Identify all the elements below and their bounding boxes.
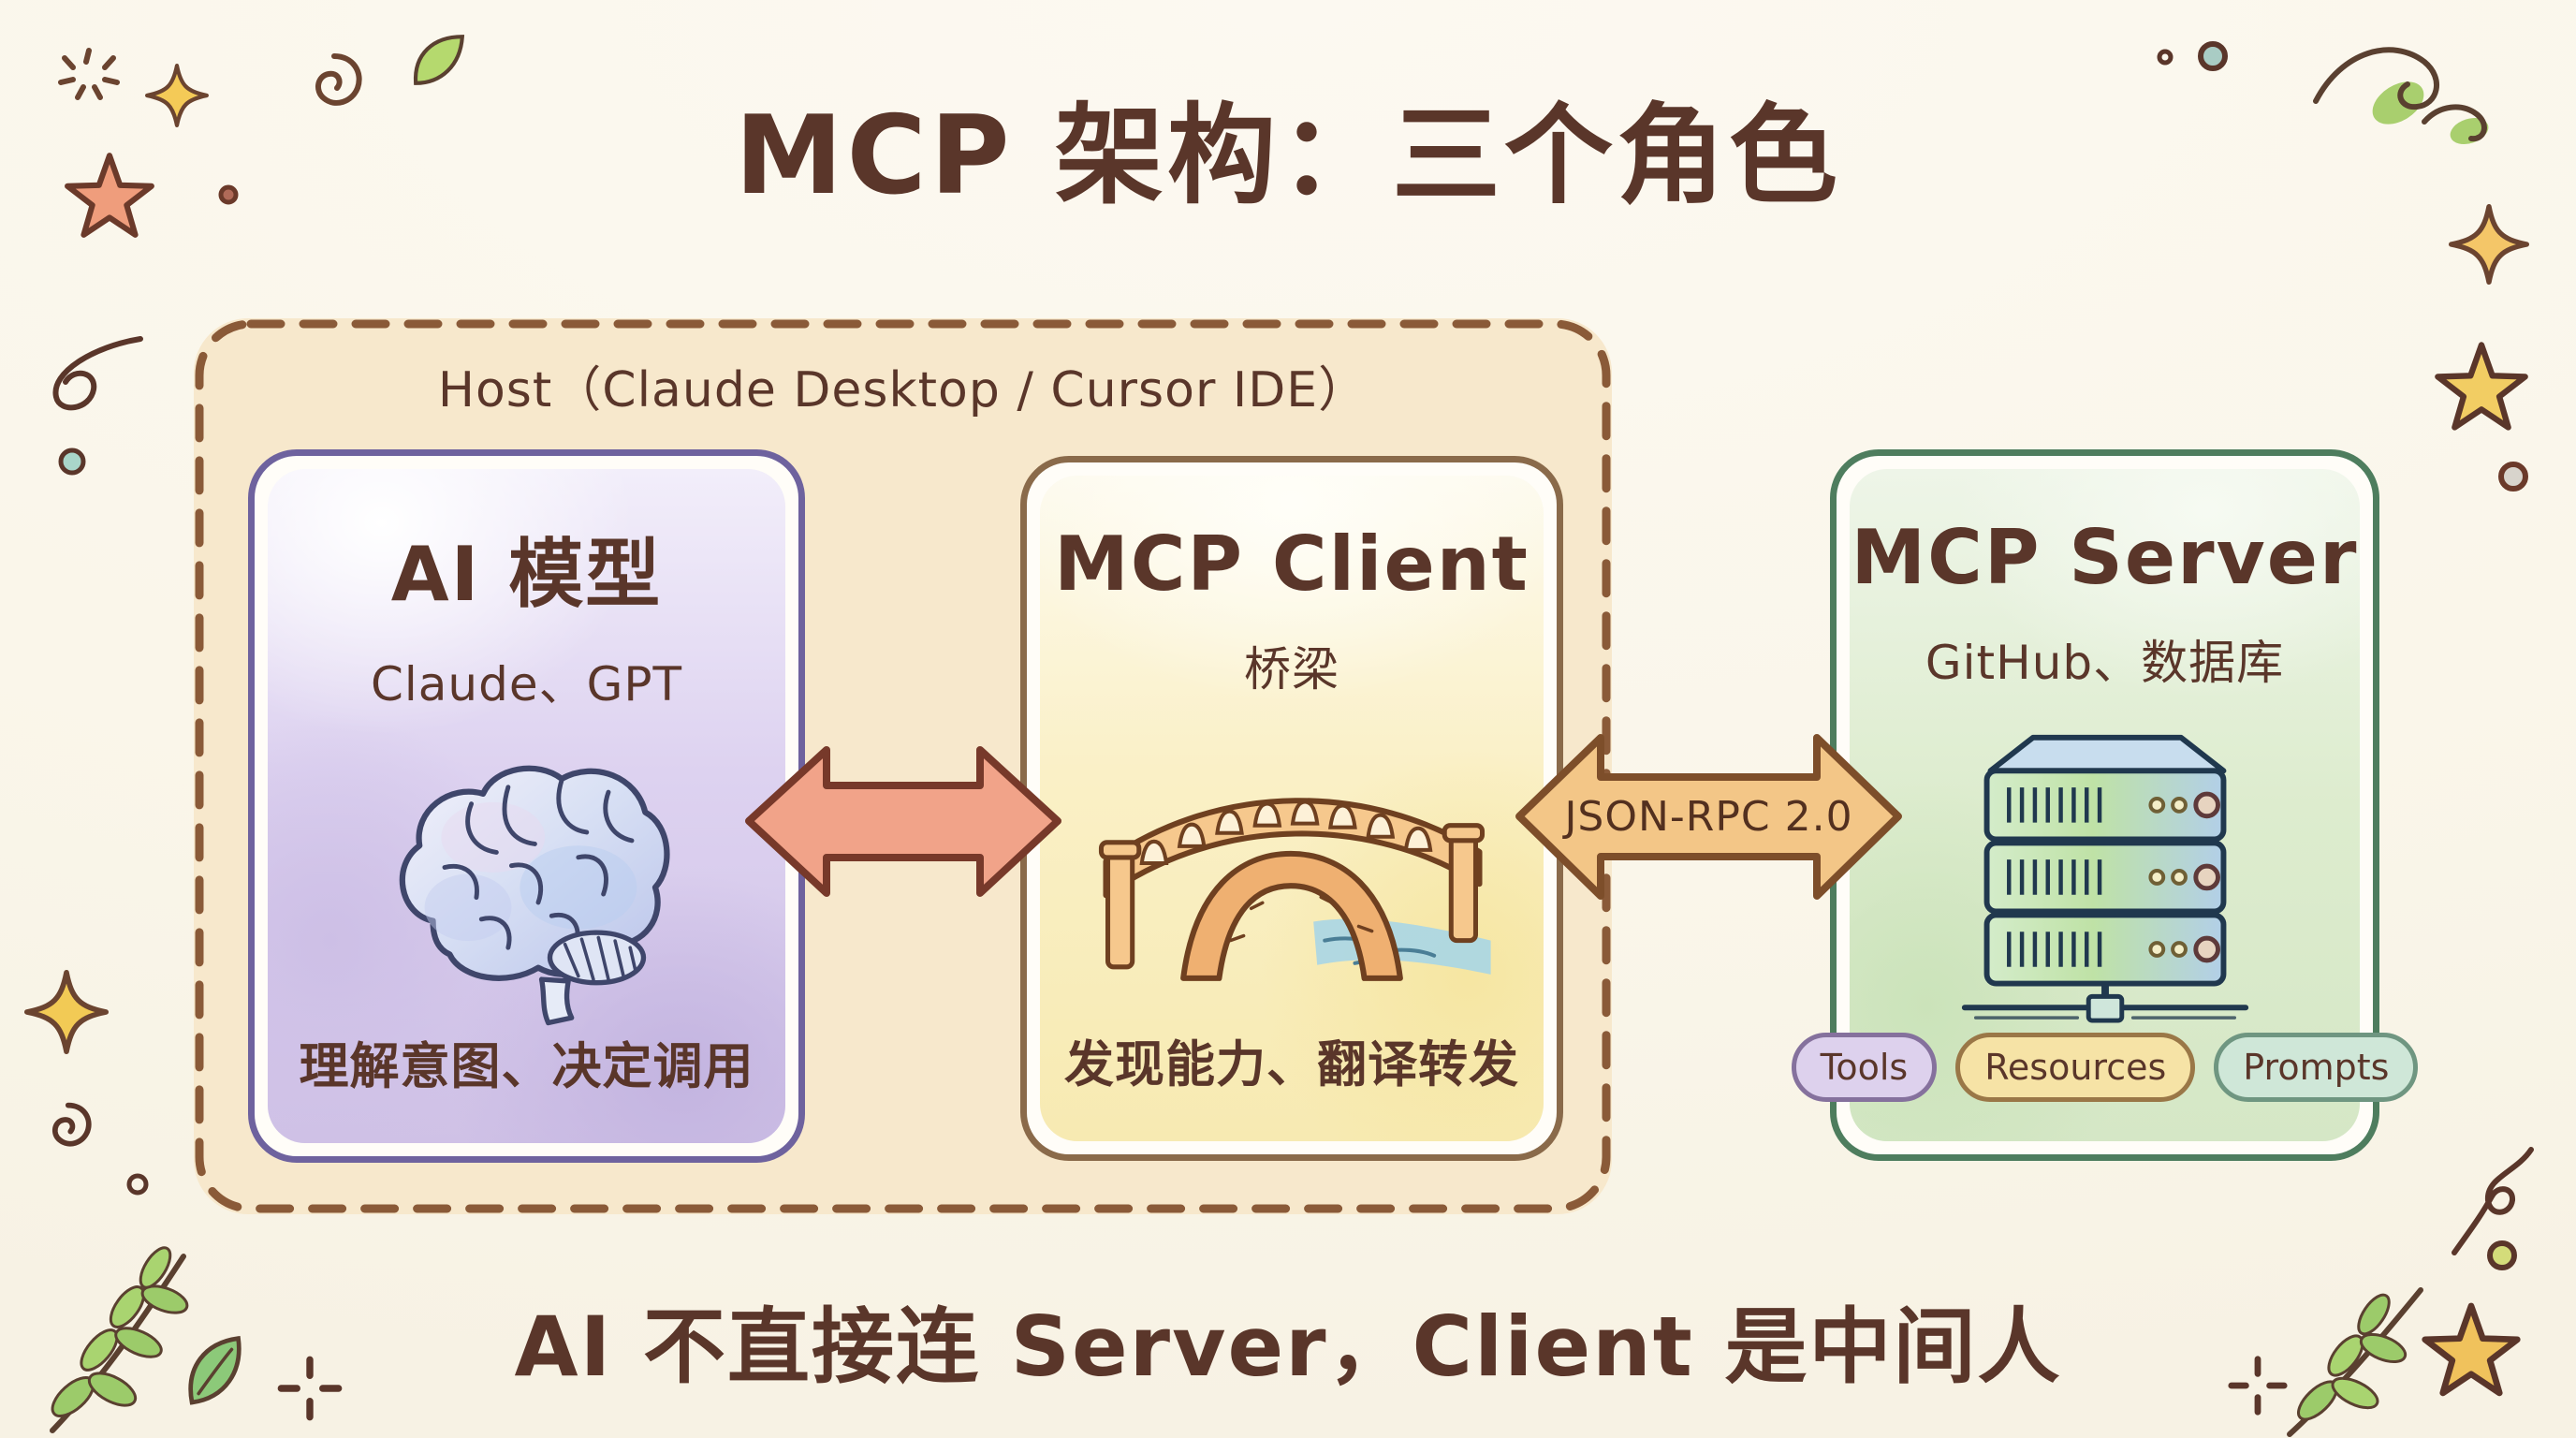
mcp-server-box: MCP Server GitHub、数据库 xyxy=(1791,449,2419,1161)
ai-model-box: AI 模型 Claude、GPT xyxy=(248,449,805,1163)
client-box-caption: 发现能力、翻译转发 xyxy=(1064,1036,1519,1093)
tools-tag: Tools xyxy=(1791,1033,1938,1102)
dot-icon xyxy=(2157,49,2174,66)
host-dashed-border xyxy=(195,319,1611,1213)
ring-icon xyxy=(2498,462,2528,492)
page-title: MCP 架构：三个角色 xyxy=(735,93,1841,219)
spiral-icon xyxy=(51,1102,92,1147)
double-arrow-icon xyxy=(1515,734,1902,900)
protocol-label: JSON-RPC 2.0 xyxy=(1564,793,1853,841)
teal-dot-icon xyxy=(58,448,86,476)
server-tag-row: Tools Resources Prompts xyxy=(1791,1033,2419,1102)
client-box-subtitle: 桥梁 xyxy=(1244,642,1339,697)
bridge-icon xyxy=(1098,798,1491,981)
brain-icon xyxy=(399,765,670,1026)
dot-icon xyxy=(2487,1240,2517,1270)
server-rack-icon xyxy=(1961,734,2248,1023)
client-server-arrow: JSON-RPC 2.0 xyxy=(1515,730,1903,903)
server-box-subtitle: GitHub、数据库 xyxy=(1925,636,2285,690)
loop-swirl-icon xyxy=(52,336,143,411)
server-box-title: MCP Server xyxy=(1851,514,2359,601)
sparkle-star-icon xyxy=(24,970,109,1054)
prompts-tag: Prompts xyxy=(2214,1033,2419,1102)
squiggle-icon xyxy=(2452,1147,2534,1255)
resources-tag: Resources xyxy=(1955,1033,2196,1102)
star-icon xyxy=(2435,342,2528,431)
host-label: Host（Claude Desktop / Cursor IDE） xyxy=(437,362,1368,418)
ring-icon xyxy=(126,1173,149,1196)
ai-box-caption: 理解意图、决定调用 xyxy=(299,1038,754,1095)
ai-box-title: AI 模型 xyxy=(390,531,663,618)
ai-client-arrow xyxy=(744,744,1062,899)
mcp-client-box: MCP Client 桥梁 xyxy=(1020,456,1563,1161)
ai-box-subtitle: Claude、GPT xyxy=(370,657,683,712)
footer-note: AI 不直接连 Server，Client 是中间人 xyxy=(514,1299,2062,1395)
client-box-title: MCP Client xyxy=(1054,521,1530,608)
double-arrow-icon xyxy=(745,746,1061,897)
